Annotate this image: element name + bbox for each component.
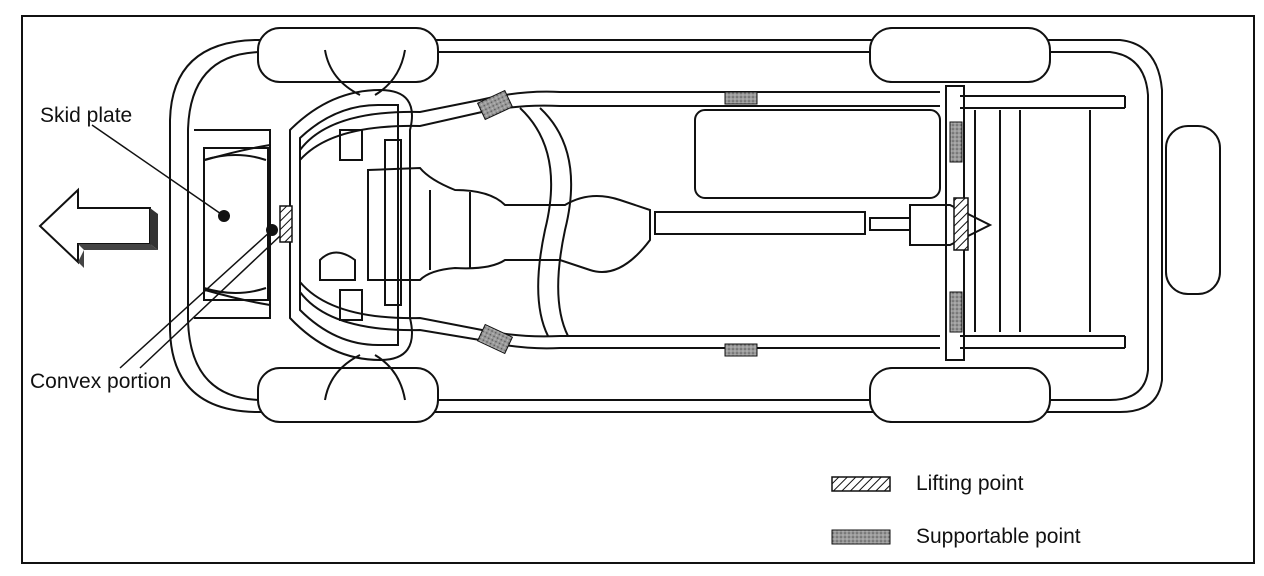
convex-portion-label: Convex portion — [30, 370, 171, 393]
frame-rails — [299, 85, 1126, 361]
fuel-tank — [694, 109, 941, 199]
wheel-front-right — [257, 367, 439, 423]
wheel-front-left — [257, 27, 439, 83]
leader-lines — [91, 124, 281, 369]
vehicle-body — [169, 39, 1163, 413]
legend-supportable-swatch — [831, 529, 891, 545]
front-arrow-icon — [38, 187, 158, 268]
lifting-points — [279, 197, 969, 251]
front-subframe — [289, 49, 413, 401]
wheel-rear-left — [869, 27, 1051, 83]
legend-supportable-label: Supportable point — [916, 525, 1081, 548]
driveshaft — [654, 211, 866, 235]
wheel-rear-right — [869, 367, 1051, 423]
legend-lifting-label: Lifting point — [916, 472, 1024, 495]
supportable-points — [476, 89, 963, 357]
legend-lifting-swatch — [831, 476, 891, 492]
wheels — [257, 27, 1051, 423]
skid-plate — [203, 147, 269, 301]
spare-tire — [1165, 125, 1221, 295]
legend: Lifting point Supportable point — [831, 472, 1081, 548]
skid-plate-label: Skid plate — [40, 104, 132, 127]
drivetrain — [319, 166, 993, 281]
